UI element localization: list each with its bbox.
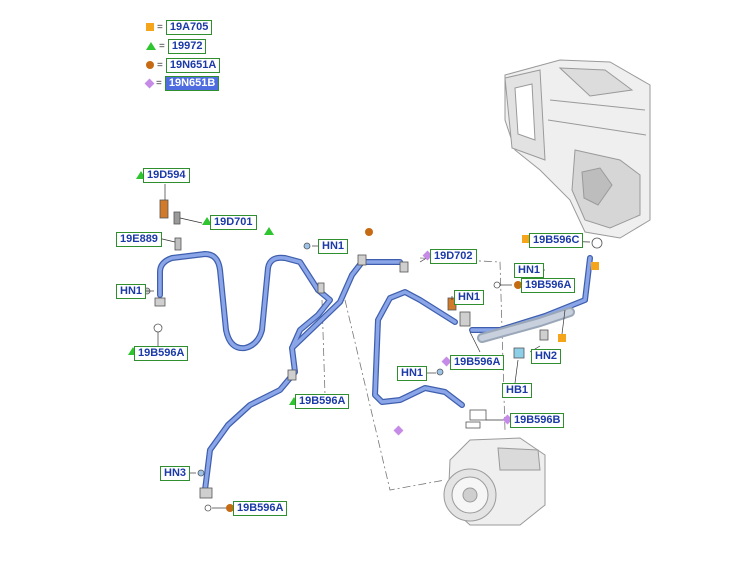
callout-hb1[interactable]: HB1 [502, 383, 533, 398]
legend-label[interactable]: 19N651A [165, 57, 221, 73]
callout-hn1-top[interactable]: HN1 [318, 239, 349, 254]
callout-hn1-right[interactable]: HN1 [514, 263, 545, 278]
hose-lines [157, 251, 593, 493]
callout-hn1-center[interactable]: HN1 [454, 290, 485, 305]
marker-square-hvac [591, 262, 599, 270]
legend-row: =19N651A [146, 57, 221, 73]
orange-square-icon [146, 23, 154, 31]
callout-19b596c[interactable]: 19B596C [529, 233, 584, 248]
leader-lines [321, 257, 506, 491]
callout-19b596a-left[interactable]: 19B596A [134, 346, 189, 361]
callout-19d702[interactable]: 19D702 [430, 249, 477, 264]
legend-row: =19972 [146, 38, 207, 54]
marker-triangle-19b596a-mid [289, 397, 299, 405]
marker-circle-19b596a-bottom [226, 504, 234, 512]
legend-equals: = [157, 21, 163, 33]
marker-circle-19b596a-right [514, 281, 522, 289]
purple-diamond-icon [144, 78, 155, 88]
legend-label[interactable]: 19A705 [165, 19, 213, 35]
marker-triangle-19d701 [202, 217, 212, 225]
legend-equals: = [157, 59, 163, 71]
callout-hn2[interactable]: HN2 [531, 349, 562, 364]
legend-row: =19N651B [144, 75, 220, 91]
callout-19e889[interactable]: 19E889 [116, 232, 162, 247]
marker-circle-top [365, 228, 373, 236]
legend-label[interactable]: 19N651B [164, 75, 220, 91]
green-triangle-icon [146, 42, 156, 50]
callout-19b596a-center[interactable]: 19B596A [450, 355, 505, 370]
callout-19b596b[interactable]: 19B596B [510, 413, 565, 428]
callout-19b596a-bottom[interactable]: 19B596A [233, 501, 288, 516]
hvac-unit-drawing [504, 59, 651, 239]
callout-19d594[interactable]: 19D594 [143, 168, 190, 183]
legend-equals: = [159, 40, 165, 52]
marker-square-hose [558, 334, 566, 342]
fittings [143, 199, 603, 512]
marker-triangle-hose [264, 227, 274, 235]
callout-19d701[interactable]: 19D701 [210, 215, 257, 230]
marker-triangle-19d594 [136, 171, 146, 179]
brown-circle-icon [146, 61, 154, 69]
compressor-drawing [443, 437, 546, 526]
marker-triangle-19b596a-left [128, 347, 138, 355]
callout-hn1-left[interactable]: HN1 [116, 284, 147, 299]
callout-19b596a-mid[interactable]: 19B596A [295, 394, 350, 409]
legend-equals: = [156, 77, 162, 89]
marker-square-19b596c [522, 235, 530, 243]
legend-row: =19A705 [146, 19, 213, 35]
callout-hn1-lower[interactable]: HN1 [397, 366, 428, 381]
legend-label[interactable]: 19972 [167, 38, 207, 54]
callout-hn3[interactable]: HN3 [160, 466, 191, 481]
callout-19b596a-right[interactable]: 19B596A [521, 278, 576, 293]
